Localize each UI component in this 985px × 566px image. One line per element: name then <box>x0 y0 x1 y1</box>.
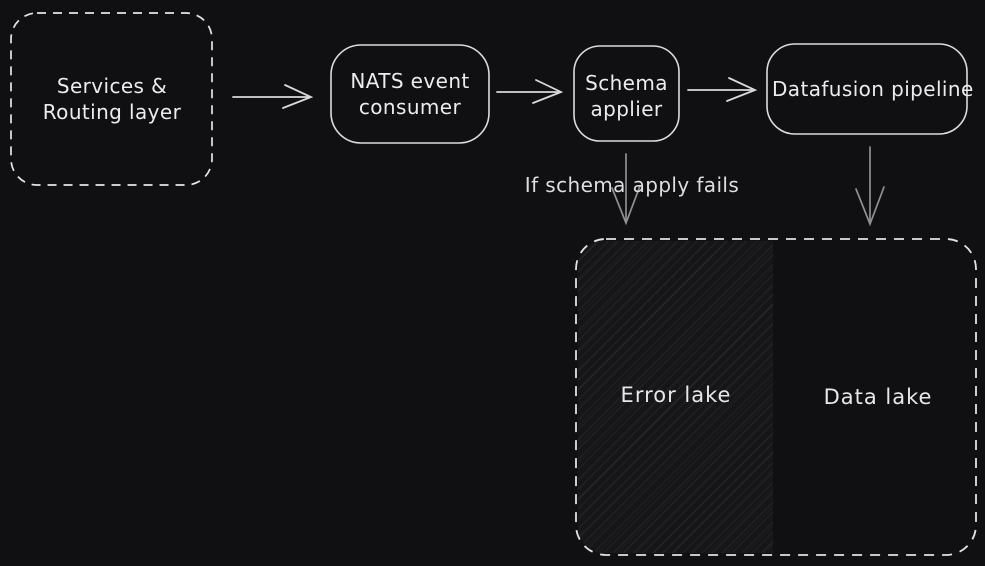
node-schema-applier-label: Schema applier <box>585 71 668 122</box>
arrow-datafusion-to-data-lake <box>855 146 885 227</box>
error-lake-hatch-fill <box>578 241 773 553</box>
arrow-nats-to-schema <box>496 79 564 104</box>
edge-label-schema-fail: If schema apply fails <box>524 173 740 197</box>
arrow-schema-to-datafusion <box>687 77 758 102</box>
node-nats-consumer-label: NATS event consumer <box>350 69 470 120</box>
node-datafusion-pipeline-label: Datafusion pipeline <box>772 77 974 101</box>
lakes-container-box <box>575 238 977 556</box>
node-services-routing-label: Services & Routing layer <box>42 74 182 125</box>
arrow-schema-to-error-lake <box>611 153 641 226</box>
node-services-routing-box <box>10 12 213 186</box>
node-datafusion-pipeline-box <box>766 43 968 135</box>
data-lake-label: Data lake <box>823 385 933 409</box>
node-nats-consumer-box <box>330 44 490 144</box>
arrow-services-to-nats <box>232 84 314 109</box>
node-schema-applier-box <box>573 45 680 142</box>
error-lake-label: Error lake <box>620 383 732 407</box>
